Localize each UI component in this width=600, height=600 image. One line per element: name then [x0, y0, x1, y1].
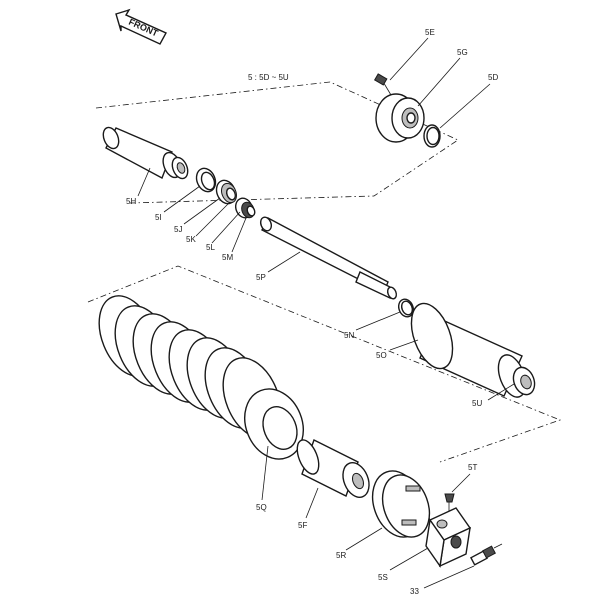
label-5e: 5E [425, 28, 435, 37]
seal-5lm [234, 197, 256, 219]
front-arrow-icon: FRONT [115, 8, 167, 45]
plate-5r [371, 470, 431, 538]
ring-5i [195, 167, 217, 193]
ring-5d [423, 124, 441, 148]
valve-33 [469, 543, 503, 566]
label-33: 33 [410, 587, 419, 596]
rod-5p [259, 216, 398, 300]
label-5r: 5R [336, 551, 346, 560]
flange-5g [375, 93, 425, 143]
label-5i: 5I [155, 213, 162, 222]
label-5l: 5L [206, 243, 215, 252]
spring-5q [98, 295, 304, 460]
label-5n: 5N [344, 331, 354, 340]
label-5m: 5M [222, 253, 233, 262]
label-5q: 5Q [256, 503, 267, 512]
label-5u: 5U [472, 399, 482, 408]
leader-lines [137, 37, 515, 589]
label-5o: 5O [376, 351, 387, 360]
label-5d: 5D [488, 73, 498, 82]
label-5g: 5G [457, 48, 468, 57]
lower-group-outline [87, 265, 562, 463]
block-5s [425, 507, 472, 568]
upper-group-outline [95, 81, 459, 204]
group-note: 5 : 5D ~ 5U [248, 73, 289, 82]
label-5t: 5T [468, 463, 477, 472]
sleeve-5f [296, 439, 370, 498]
label-5h: 5H [126, 197, 136, 206]
label-5k: 5K [186, 235, 196, 244]
tube-5h [102, 126, 189, 180]
bearing-5jk [215, 179, 237, 205]
ring-5n [397, 298, 415, 318]
grease-fitting-5t [444, 493, 455, 512]
cylinder-5ou [410, 302, 536, 398]
label-5f: 5F [298, 521, 307, 530]
label-5s: 5S [378, 573, 388, 582]
label-5p: 5P [256, 273, 266, 282]
label-5j: 5J [174, 225, 182, 234]
